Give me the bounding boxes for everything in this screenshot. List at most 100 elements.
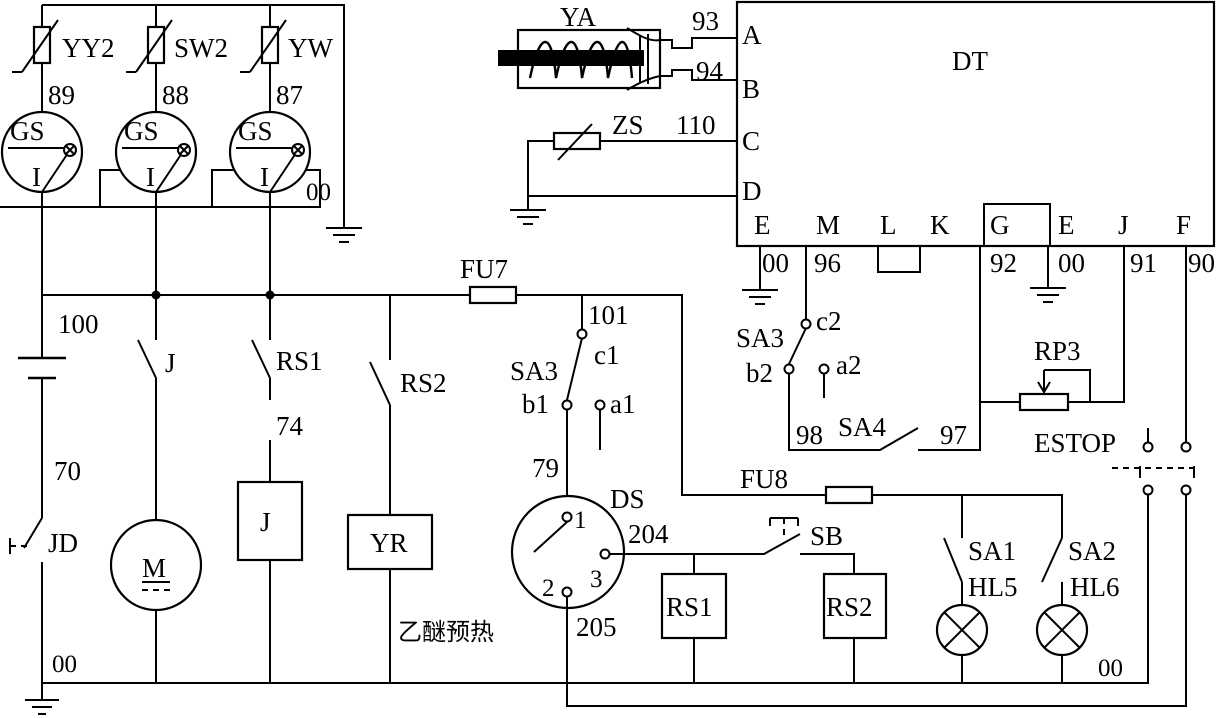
label-rs1-contact: RS1 [276, 346, 323, 376]
potentiometer-rp3: RP3 [980, 246, 1125, 412]
wire-101: 101 [588, 300, 629, 330]
wire-00-bottom-right: 00 [1098, 655, 1123, 682]
label-sa1: SA1 [968, 536, 1016, 566]
label-sb: SB [810, 521, 843, 551]
label-yr: YR [370, 528, 408, 558]
gauge-i-label: I [260, 162, 269, 192]
wire-00-dt-e: 00 [762, 248, 789, 278]
terminal-c2: c2 [816, 306, 841, 336]
wire-90: 90 [1188, 248, 1215, 278]
rs1-coil-branch: RS1 [660, 554, 728, 683]
caption-ether-preheat: 乙醚预热 [398, 618, 494, 646]
label-rs2-coil: RS2 [826, 592, 873, 622]
label-zs: ZS [612, 110, 644, 140]
ground-symbol-dt-left [742, 289, 778, 305]
selector-ds: 1 3 2 DS 204 205 [510, 484, 1187, 707]
terminal-f: F [1176, 210, 1191, 240]
terminal-a1: a1 [610, 389, 635, 419]
terminal-e-left: E [754, 210, 771, 240]
controller-dt: DT A B C D E M L K G E J F [735, 0, 1216, 248]
wire-97: 97 [940, 420, 967, 450]
gauge-gs-label: GS [238, 116, 273, 146]
label-sa4: SA4 [838, 412, 887, 442]
label-sa2: SA2 [1068, 536, 1116, 566]
label-dt: DT [952, 46, 988, 76]
ground-symbol-top-left [326, 227, 362, 243]
label-sa3-2: SA3 [736, 323, 784, 353]
terminal-b2: b2 [746, 358, 773, 388]
emergency-stop-estop: ESTOP [1034, 246, 1198, 496]
terminal-l: L [880, 210, 897, 240]
wire-89: 89 [48, 80, 75, 110]
resistor-yy2: YY2 [12, 19, 115, 73]
motor-branch: J M [109, 295, 203, 683]
wire-100: 100 [58, 309, 99, 339]
label-estop: ESTOP [1034, 428, 1116, 458]
main-rail: FU7 FU8 100 101 [42, 254, 1063, 538]
resistor-zs: ZS 110 [510, 110, 737, 225]
ground-symbol-dt-right [1030, 287, 1066, 303]
wire-88: 88 [162, 80, 189, 110]
label-yw: YW [288, 33, 333, 63]
fuse-fu7: FU7 [460, 254, 518, 305]
label-motor: M [142, 553, 166, 583]
label-sa3: SA3 [510, 356, 558, 386]
wire-87: 87 [276, 80, 303, 110]
label-sw2: SW2 [174, 33, 228, 63]
terminal-ds-2: 2 [542, 575, 555, 602]
label-j-relay: J [260, 507, 271, 537]
terminal-j: J [1118, 210, 1129, 240]
label-ds: DS [610, 484, 645, 514]
terminal-a: A [742, 20, 762, 50]
wire-93: 93 [692, 6, 719, 36]
wire-98: 98 [796, 420, 823, 450]
sa2-hl6-branch: SA2 HL6 [1035, 536, 1120, 683]
battery-jd-branch: 70 JD [9, 295, 81, 683]
wire-00-bottom-left: 00 [52, 651, 77, 678]
label-jd: JD [48, 528, 78, 558]
label-rs1-coil: RS1 [666, 592, 713, 622]
wire-91: 91 [1130, 248, 1157, 278]
terminal-d: D [742, 176, 762, 206]
relay-j-branch: RS1 74 J [236, 295, 323, 683]
label-yy2: YY2 [62, 33, 115, 63]
wire-00-top: 00 [306, 179, 331, 206]
terminal-g: G [990, 210, 1010, 240]
gauge-i-label: I [32, 162, 41, 192]
gauge-dial-2: GS I [114, 110, 198, 194]
ground-symbol-bottom-left [25, 699, 59, 715]
label-hl6: HL6 [1070, 572, 1120, 602]
gauge-dial-3: GS I [228, 110, 312, 194]
sa3-switch-2: SA3 c2 b2 a2 SA4 98 97 [736, 246, 981, 451]
wire-205: 205 [576, 612, 617, 642]
label-j-contact: J [165, 348, 176, 378]
label-rp3: RP3 [1034, 336, 1081, 366]
label-fu8: FU8 [740, 464, 788, 494]
pushbutton-sb: SB RS2 [769, 517, 888, 683]
gauge-i-label: I [146, 162, 155, 192]
wire-70: 70 [54, 456, 81, 486]
terminal-e-right: E [1058, 210, 1075, 240]
wire-94: 94 [696, 56, 724, 86]
terminal-c: C [742, 126, 760, 156]
sa3-switch-1: SA3 c1 b1 a1 79 [510, 295, 635, 512]
wire-92: 92 [990, 248, 1017, 278]
label-ya: YA [560, 2, 597, 32]
fuse-fu8: FU8 [740, 464, 874, 505]
gauge-switch-group: YY2 SW2 YW 89 88 87 00 GS I [0, 4, 362, 358]
dt-bottom-wiring: 00 96 92 00 91 90 [742, 246, 1215, 305]
terminal-b: B [742, 74, 760, 104]
gauge-gs-label: GS [10, 116, 45, 146]
ground-symbol-zs [510, 209, 546, 225]
yr-branch: RS2 YR [346, 295, 447, 683]
terminal-c1: c1 [594, 340, 619, 370]
gauge-gs-label: GS [124, 116, 159, 146]
terminal-k: K [930, 210, 950, 240]
terminal-m: M [816, 210, 840, 240]
resistor-yw: YW [240, 19, 333, 73]
wire-110: 110 [676, 110, 716, 140]
gauge-dial-1: GS I [0, 110, 84, 194]
resistor-sw2: SW2 [126, 19, 228, 73]
wire-204: 204 [628, 519, 669, 549]
